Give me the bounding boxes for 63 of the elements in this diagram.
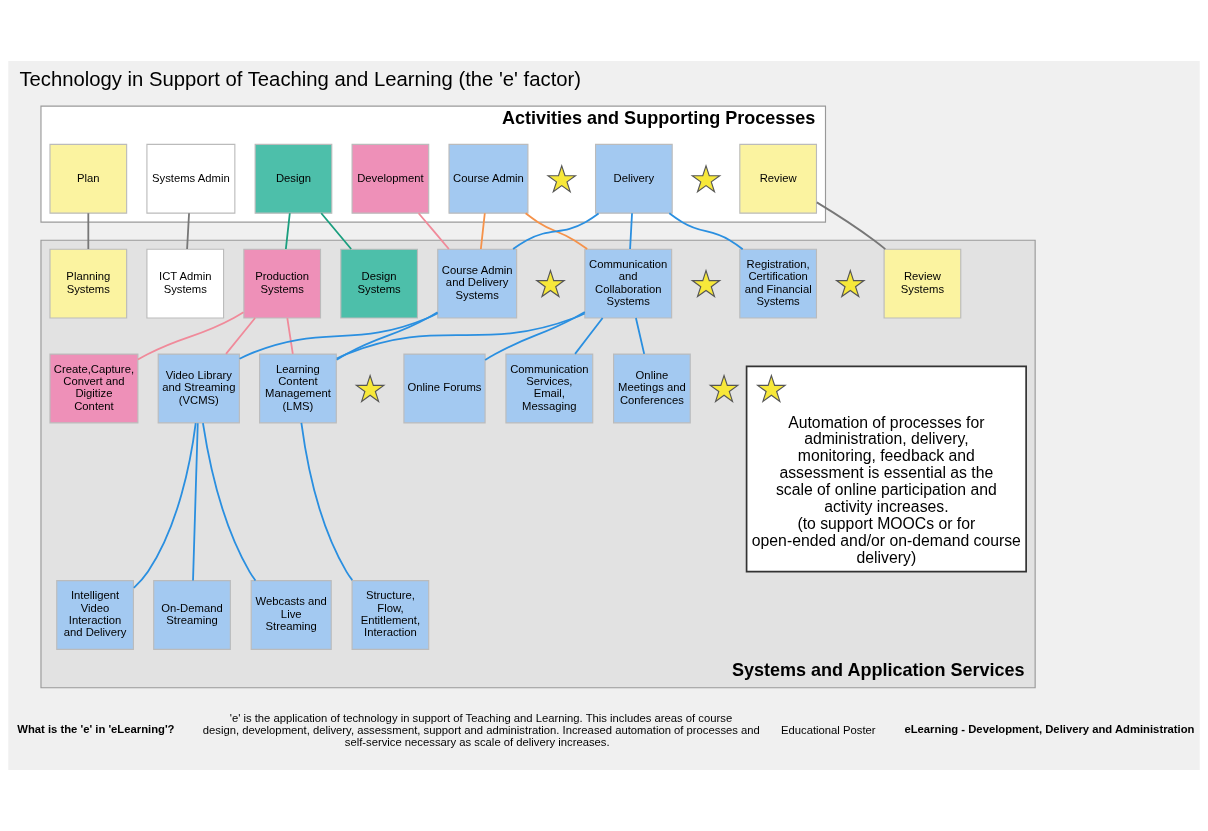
connector bbox=[417, 212, 450, 250]
node-box: Development bbox=[351, 143, 430, 214]
diagram-title: Technology in Support of Teaching and Learning (the 'e' factor) bbox=[19, 68, 582, 91]
node-box: Learning Content Management (LMS) bbox=[259, 353, 337, 424]
node-box: Registration, Certification and Financial Systems bbox=[739, 248, 818, 319]
label: eLearning - Development, Delivery and Administration bbox=[904, 722, 1195, 735]
node-box: Delivery bbox=[595, 143, 673, 214]
node-star bbox=[534, 268, 566, 299]
node-box: Create,Capture, Convert and Digitize Content bbox=[49, 353, 139, 424]
connector bbox=[186, 212, 190, 250]
node-box: Design bbox=[254, 143, 333, 214]
connector bbox=[320, 212, 353, 250]
connector bbox=[300, 422, 354, 582]
connector bbox=[335, 311, 439, 361]
label: 'e' is the application of technology in support of Teaching and Learning. This includes areas of course design, development, delivery, assessment, support and administration. Increased automation of processes and self-service necessary as scale of delivery increases. bbox=[202, 711, 760, 749]
node-box: Plan bbox=[49, 143, 128, 214]
connector bbox=[512, 212, 600, 250]
node-box: Review bbox=[739, 143, 818, 214]
connector bbox=[479, 212, 486, 250]
connector bbox=[132, 422, 197, 589]
connector bbox=[815, 201, 887, 251]
node-box: Intelligent Video Interaction and Delivery bbox=[56, 580, 134, 650]
node-box: Structure, Flow, Entitlement, Interaction bbox=[351, 580, 430, 650]
node-star bbox=[708, 373, 740, 403]
connector bbox=[284, 212, 291, 250]
node-star bbox=[690, 164, 722, 194]
node-box: Video Library and Streaming (VCMS) bbox=[157, 353, 240, 424]
connector bbox=[574, 317, 604, 355]
connector bbox=[137, 311, 245, 361]
connector bbox=[238, 312, 439, 360]
node-box: Review Systems bbox=[883, 248, 962, 319]
connector bbox=[225, 317, 256, 355]
connector bbox=[484, 311, 586, 361]
node-box: Production Systems bbox=[243, 248, 322, 319]
node-star bbox=[354, 373, 386, 403]
connector bbox=[192, 422, 199, 582]
label: Educational Poster bbox=[780, 723, 876, 736]
connector bbox=[335, 312, 586, 360]
connector bbox=[202, 422, 257, 582]
cluster: Automation of processes for administration, delivery, monitoring, feedback and assessment is essential as the scale of online participation and activity increases. (to support MOOCs or for open-ended and/or on-demand course delivery) bbox=[745, 365, 1027, 573]
node-star bbox=[834, 268, 866, 299]
node-box: Design Systems bbox=[340, 248, 418, 319]
node-box: Communication and Collaboration Systems bbox=[584, 248, 673, 319]
connector bbox=[286, 317, 294, 355]
node-box: ICT Admin Systems bbox=[146, 248, 225, 319]
connector bbox=[668, 212, 744, 251]
node-box: Online Forums bbox=[403, 353, 486, 424]
connector bbox=[87, 212, 90, 250]
node-box: Course Admin and Delivery Systems bbox=[437, 248, 518, 319]
node-star bbox=[546, 164, 578, 194]
connector bbox=[629, 212, 633, 250]
node-box: Systems Admin bbox=[146, 143, 236, 214]
node-box: Webcasts and Live Streaming bbox=[250, 580, 332, 650]
node-box: Course Admin bbox=[448, 143, 529, 214]
label: What is the 'e' in 'eLearning'? bbox=[17, 722, 175, 735]
node-box: Planning Systems bbox=[49, 248, 128, 319]
node-star bbox=[755, 373, 787, 403]
connector bbox=[635, 317, 646, 355]
node-box: Online Meetings and Conferences bbox=[613, 353, 691, 424]
node-box: Communication Services, Email, Messaging bbox=[505, 353, 594, 424]
node-box: On-Demand Streaming bbox=[153, 580, 231, 650]
node-star bbox=[690, 268, 722, 299]
connector bbox=[524, 212, 589, 250]
